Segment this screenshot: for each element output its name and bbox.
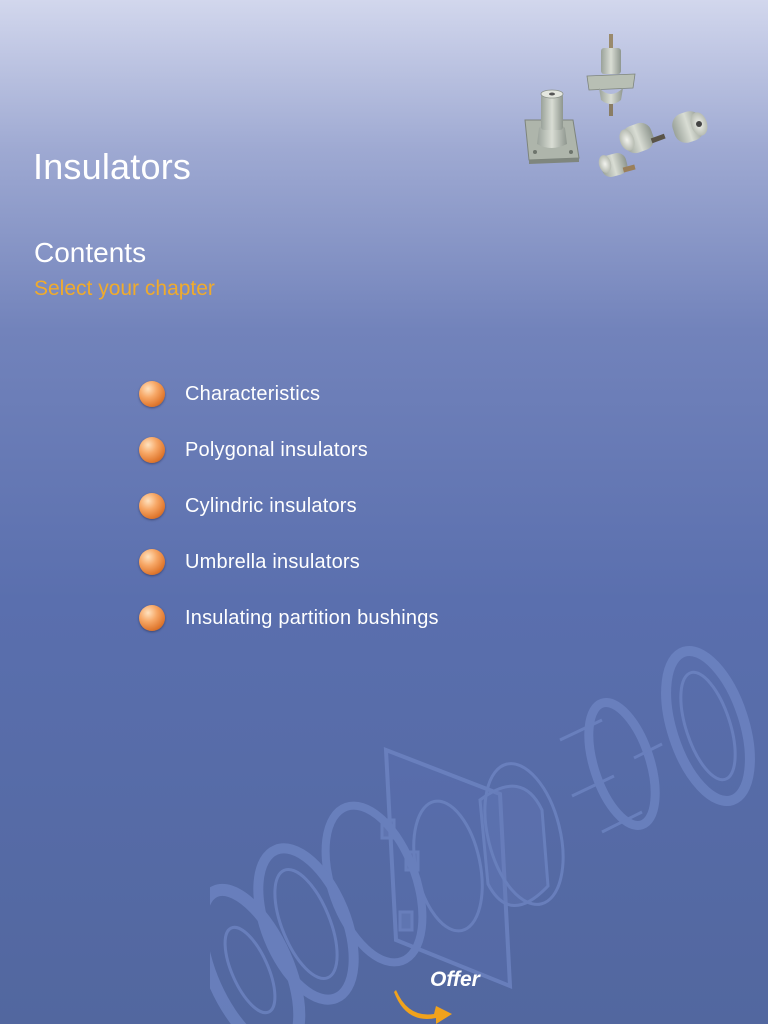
orange-bullet-icon [139,381,165,407]
chapter-link-insulating-partition-bushings[interactable]: Insulating partition bushings [139,590,439,646]
orange-bullet-icon [139,549,165,575]
offer-label: Offer [430,968,480,991]
contents-heading: Contents [34,237,147,268]
chapter-label: Cylindric insulators [185,494,357,517]
page-title: Insulators [33,146,192,187]
chapter-link-umbrella-insulators[interactable]: Umbrella insulators [139,534,439,590]
chapter-link-cylindric-insulators[interactable]: Cylindric insulators [139,478,439,534]
orange-bullet-icon [139,437,165,463]
orange-bullet-icon [139,605,165,631]
chapter-label: Polygonal insulators [185,438,368,461]
exploded-assembly-image [210,645,755,1024]
chapter-link-characteristics[interactable]: Characteristics [139,366,439,422]
contents-subheading: Select your chapter [34,277,215,300]
chapter-label: Insulating partition bushings [185,606,439,629]
orange-bullet-icon [139,493,165,519]
chapter-link-polygonal-insulators[interactable]: Polygonal insulators [139,422,439,478]
chapter-label: Characteristics [185,382,321,405]
chapter-label: Umbrella insulators [185,550,360,573]
offer-link[interactable]: Offer [390,964,500,1024]
insulator-products-image [524,34,708,177]
chapter-list: Characteristics Polygonal insulators Cyl… [139,366,439,646]
curved-arrow-icon [394,990,452,1024]
